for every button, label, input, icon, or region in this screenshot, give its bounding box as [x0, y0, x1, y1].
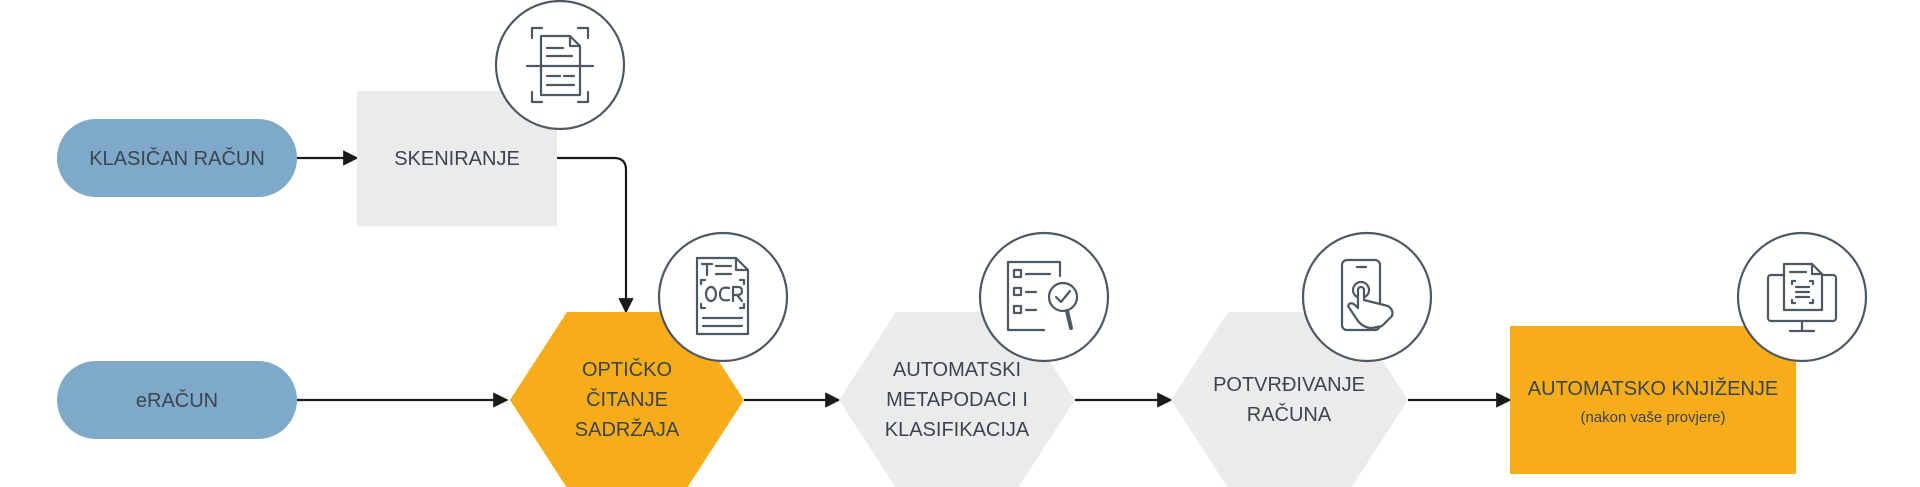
eracun-node: eRAČUN	[57, 361, 297, 439]
klasican-racun-pill	[57, 119, 297, 197]
skeniranje-node: SKENIRANJE	[357, 91, 557, 226]
knjizenje-node: AUTOMATSKO KNJIŽENJE (nakon vaše provjer…	[1510, 326, 1796, 474]
eracun-label: eRAČUN	[136, 389, 218, 412]
klasican-racun-node: KLASIČAN RAČUN	[57, 119, 297, 197]
arrow-skeniranje-to-ocr	[557, 156, 634, 314]
monitor-document-icon	[1736, 231, 1868, 363]
knjizenje-box	[1510, 326, 1796, 474]
document-scan-icon	[494, 0, 626, 131]
opticko-citanje-node: OPTIČKO ČITANJE SADRŽAJA	[510, 312, 744, 487]
opticko-citanje-hexagon	[510, 312, 744, 487]
klasican-racun-label: KLASIČAN RAČUN	[89, 147, 265, 170]
metapodaci-line-2: METAPODACI I	[886, 389, 1028, 411]
phone-tap-icon	[1301, 231, 1433, 363]
knjizenje-label: AUTOMATSKO KNJIŽENJE	[1528, 377, 1778, 400]
eracun-pill	[57, 361, 297, 439]
opticko-citanje-line-3: SADRŽAJA	[575, 418, 680, 441]
skeniranje-label: SKENIRANJE	[394, 148, 520, 170]
metapodaci-line-1: AUTOMATSKI	[893, 359, 1021, 381]
opticko-citanje-line-2: ČITANJE	[586, 388, 668, 411]
potvrdivanje-line-2: RAČUNA	[1247, 403, 1332, 426]
checklist-magnifier-icon	[978, 231, 1110, 363]
potvrdivanje-line-1: POTVRĐIVANJE	[1213, 374, 1365, 396]
connectors	[297, 150, 1512, 408]
knjizenje-sublabel: (nakon vaše provjere)	[1580, 409, 1725, 426]
opticko-citanje-line-1: OPTIČKO	[582, 358, 672, 381]
metapodaci-line-3: KLASIFIKACIJA	[885, 419, 1030, 441]
ocr-document-icon	[657, 231, 789, 363]
